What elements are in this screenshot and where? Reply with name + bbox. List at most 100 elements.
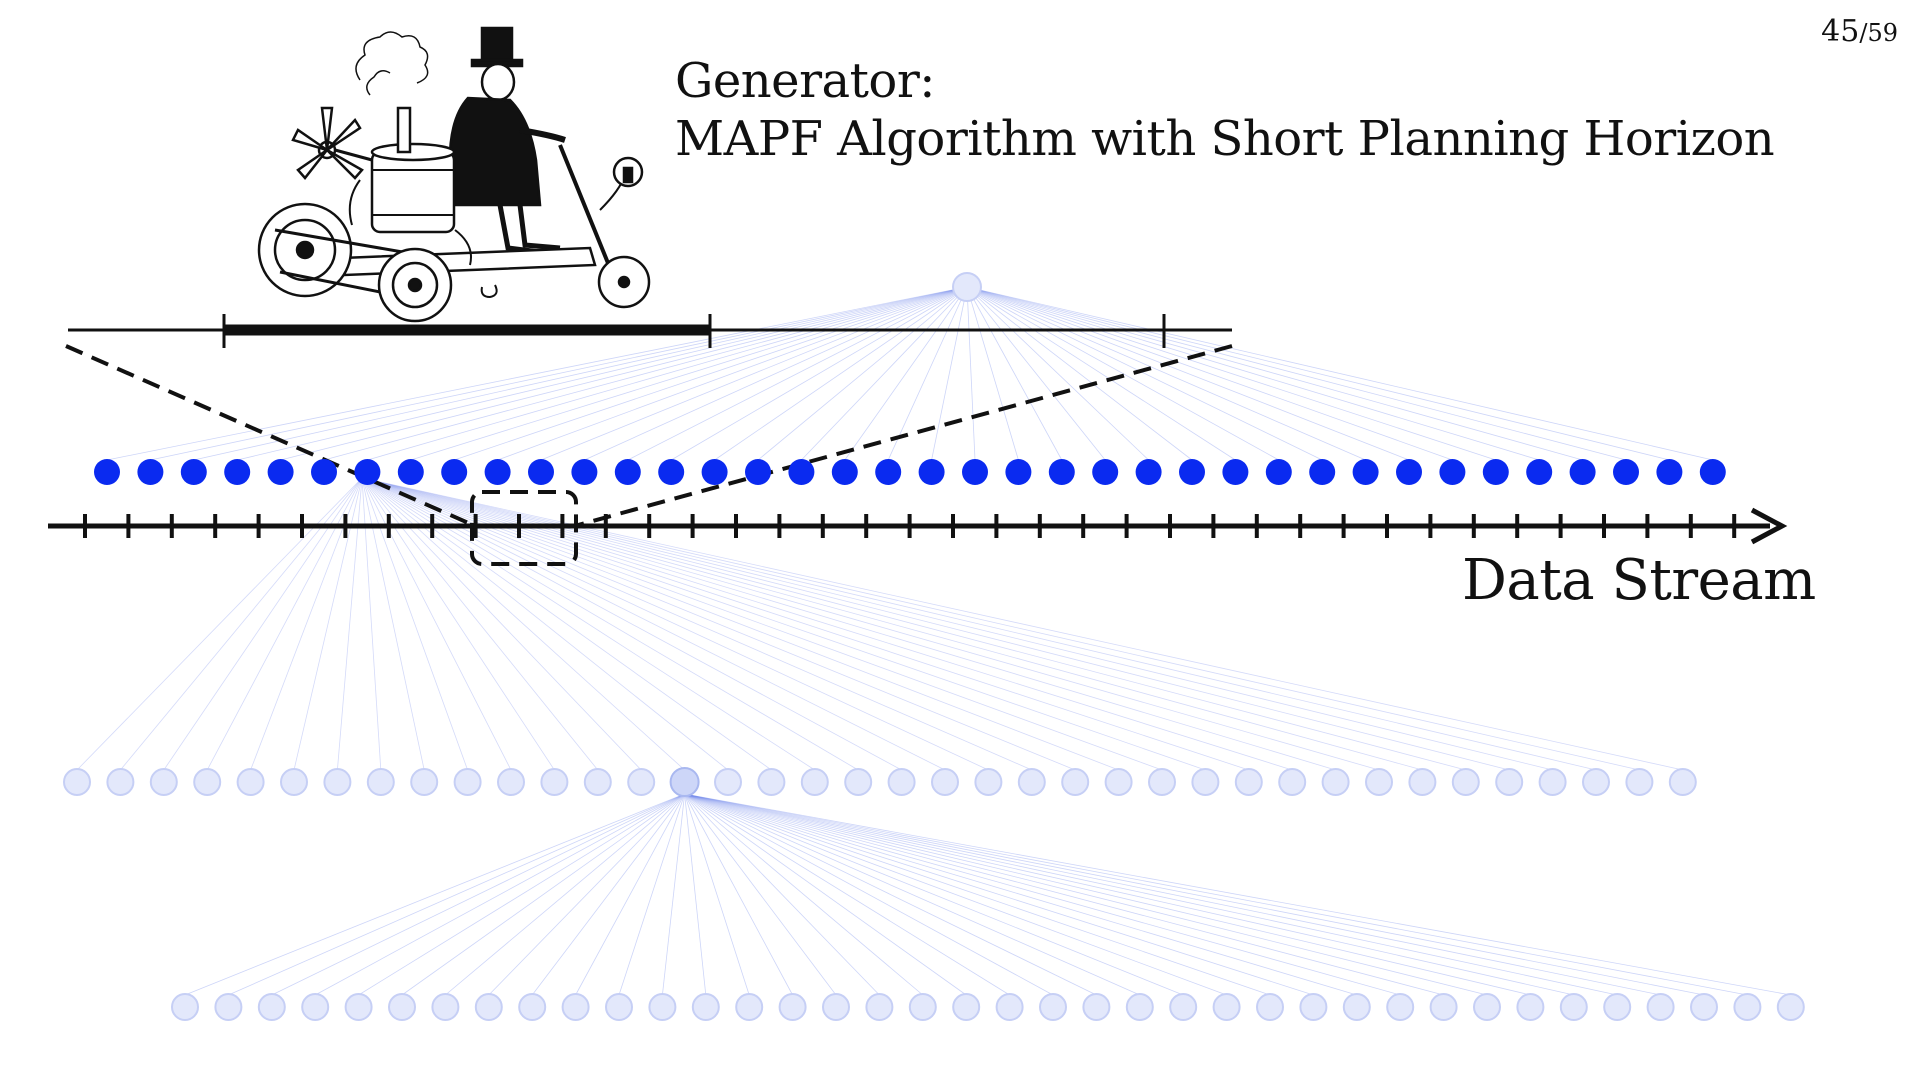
- samples-row-node: [528, 459, 554, 485]
- fan-line: [684, 793, 837, 996]
- fan-line: [966, 286, 1410, 461]
- fan-line: [684, 793, 1097, 996]
- middle-faded-row-node: [323, 768, 352, 796]
- middle-faded-row-node: [540, 768, 569, 796]
- fan-line: [966, 286, 1583, 461]
- fan-line: [662, 793, 685, 996]
- fan-line: [193, 286, 968, 461]
- fan-line: [966, 286, 1193, 461]
- middle-faded-row-node: [1061, 768, 1090, 796]
- samples-row-node: [311, 459, 337, 485]
- bottom-faded-row-node: [561, 993, 590, 1021]
- bottom-faded-row-node: [1212, 993, 1241, 1021]
- middle-faded-row-node: [63, 768, 91, 796]
- bottom-faded-row-node: [518, 993, 547, 1021]
- samples-row-node: [1396, 459, 1422, 485]
- middle-faded-row-node: [583, 768, 612, 796]
- fan-line: [844, 286, 968, 461]
- fan-line: [887, 286, 968, 461]
- fan-line: [367, 286, 968, 461]
- title-line-1: Generator:: [675, 53, 935, 109]
- page-current: 45: [1821, 14, 1860, 49]
- fan-line: [401, 793, 685, 996]
- samples-row-node: [1092, 459, 1119, 485]
- middle-faded-row-node: [1451, 768, 1480, 796]
- bottom-faded-row-node: [1559, 993, 1588, 1021]
- axis-arrowhead: [1750, 507, 1788, 545]
- middle-faded-row-node: [1538, 768, 1567, 796]
- fan-line: [315, 793, 685, 996]
- bottom-faded-row-node: [1690, 993, 1718, 1021]
- samples-row-node: [962, 459, 988, 485]
- fan-line: [280, 286, 968, 461]
- fan-line: [410, 286, 968, 461]
- bottom-faded-row-node: [1039, 993, 1067, 1021]
- samples-row-node: [1439, 459, 1466, 485]
- fan-line: [966, 286, 1106, 461]
- middle-faded-row-node: [193, 768, 222, 796]
- fan-line: [206, 477, 363, 771]
- bottom-faded-row-node: [1386, 993, 1415, 1021]
- fan-line: [361, 477, 1510, 771]
- fan-line: [684, 793, 967, 996]
- middle-faded-row-node: [236, 768, 265, 796]
- middle-faded-row-node: [410, 768, 439, 796]
- data-stream-label: Data Stream: [1462, 548, 1816, 613]
- fan-line: [684, 793, 1444, 996]
- bottom-faded-row-node: [691, 993, 720, 1021]
- fan-line: [684, 793, 1748, 996]
- samples-row-node: [441, 459, 468, 485]
- middle-faded-row-node: [366, 768, 395, 796]
- fan-line: [714, 286, 968, 461]
- middle-faded-row-node: [714, 768, 742, 796]
- fan-line: [361, 477, 902, 771]
- bottom-faded-row-node: [1169, 993, 1198, 1021]
- samples-row-node: [875, 459, 902, 485]
- samples-row-node: [267, 459, 294, 485]
- fan-line: [966, 286, 1279, 461]
- middle-faded-row-node: [1408, 768, 1437, 796]
- samples-row-node: [137, 459, 164, 485]
- samples-row-node: [701, 459, 728, 485]
- bottom-faded-row-node: [908, 993, 937, 1021]
- middle-faded-row-node: [1321, 768, 1350, 796]
- fan-line: [358, 793, 685, 996]
- fan-line: [323, 286, 968, 461]
- bottom-faded-row-node: [388, 993, 416, 1021]
- samples-row-node: [1222, 459, 1249, 485]
- fan-line: [966, 286, 1149, 461]
- middle-faded-row-node: [149, 768, 178, 796]
- planning-horizon: [68, 314, 1232, 348]
- samples-row-node: [1569, 459, 1596, 485]
- bottom-faded-row-node: [865, 993, 894, 1021]
- samples-row-node: [1135, 459, 1162, 485]
- fan-line: [584, 286, 968, 461]
- fan-line: [361, 477, 729, 771]
- bottom-faded-row-node: [1776, 993, 1805, 1021]
- fan-line: [684, 793, 1314, 996]
- fan-line: [684, 793, 924, 996]
- fan-line: [361, 477, 1423, 771]
- fan-line: [684, 793, 1488, 996]
- fan-line: [684, 793, 750, 996]
- bottom-faded-row-node: [214, 993, 243, 1021]
- samples-row-node: [224, 459, 251, 485]
- fan-line: [237, 286, 968, 461]
- fan-line: [684, 793, 1705, 996]
- fan-line: [966, 286, 1063, 461]
- fan-line: [966, 286, 976, 461]
- fan-line: [293, 477, 363, 771]
- title-line-2: MAPF Algorithm with Short Planning Horiz…: [675, 111, 1775, 167]
- fan-line: [361, 477, 816, 771]
- fan-line: [106, 286, 968, 461]
- fan-lines: [76, 286, 1791, 996]
- samples-row-node: [1352, 459, 1379, 485]
- fan-line: [966, 286, 1713, 461]
- fan-line: [361, 477, 1336, 771]
- fan-line: [361, 477, 685, 771]
- bottom-faded-row-node: [301, 993, 330, 1021]
- bottom-faded-row-node: [474, 993, 503, 1021]
- fan-line: [361, 477, 1249, 771]
- fan-line: [150, 286, 968, 461]
